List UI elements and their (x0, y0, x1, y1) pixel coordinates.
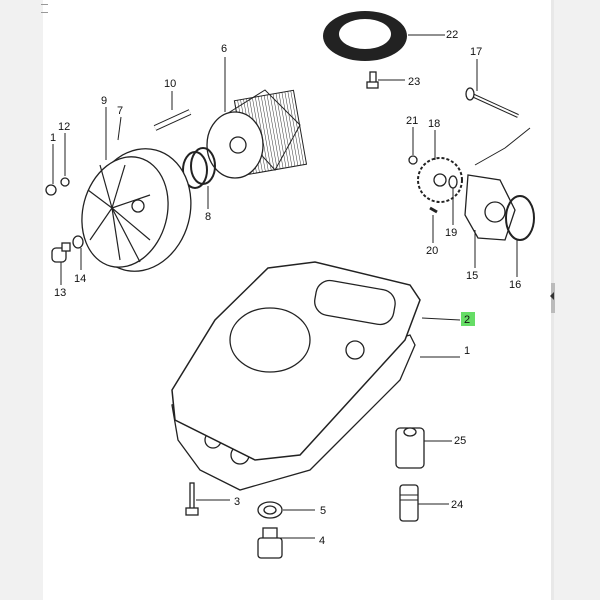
part-17-bolt[interactable] (465, 87, 531, 166)
part-6-oil-filter[interactable] (206, 89, 308, 179)
part-12-washer[interactable] (60, 177, 70, 187)
part-22-cap[interactable] (323, 11, 407, 61)
label-16[interactable]: 16 (509, 279, 521, 291)
label-1-pan[interactable]: 1 (464, 345, 470, 357)
label-1-top[interactable]: 1 (50, 132, 56, 144)
label-21[interactable]: 21 (406, 115, 418, 127)
part-14-washer[interactable] (72, 235, 84, 249)
part-20-pin[interactable] (429, 206, 438, 214)
part-19-washer[interactable] (448, 175, 458, 189)
label-8[interactable]: 8 (205, 211, 211, 223)
label-17[interactable]: 17 (470, 46, 482, 58)
label-12[interactable]: 12 (58, 121, 70, 133)
label-7[interactable]: 7 (117, 105, 123, 117)
left-sidebar-strip (0, 0, 43, 600)
part-21-clip[interactable] (408, 155, 418, 165)
part-24-valve[interactable] (399, 484, 419, 522)
part-7-filter-cover[interactable] (70, 137, 204, 283)
menu-icon[interactable] (41, 4, 48, 13)
label-9[interactable]: 9 (101, 95, 107, 107)
label-19[interactable]: 19 (445, 227, 457, 239)
label-3[interactable]: 3 (234, 496, 240, 508)
label-15[interactable]: 15 (466, 270, 478, 282)
label-14[interactable]: 14 (74, 273, 86, 285)
label-22[interactable]: 22 (446, 29, 458, 41)
collapse-arrow-icon[interactable] (550, 292, 554, 300)
part-1-cap-nut[interactable] (45, 184, 57, 196)
part-18-gear[interactable] (417, 157, 463, 203)
label-18[interactable]: 18 (428, 118, 440, 130)
label-6[interactable]: 6 (221, 43, 227, 55)
highlight-marker (461, 312, 475, 326)
label-25[interactable]: 25 (454, 435, 466, 447)
part-13-plug[interactable] (51, 242, 71, 263)
part-labels: 22 17 6 10 23 9 7 12 1 21 18 8 19 20 15 … (50, 29, 521, 547)
label-24[interactable]: 24 (451, 499, 463, 511)
part-3-bolt[interactable] (185, 482, 199, 516)
label-10[interactable]: 10 (164, 78, 176, 90)
part-4-drain-plug[interactable] (257, 527, 283, 559)
leader-lines (52, 34, 518, 539)
label-4[interactable]: 4 (319, 535, 325, 547)
label-5[interactable]: 5 (320, 505, 326, 517)
label-23[interactable]: 23 (408, 76, 420, 88)
label-20[interactable]: 20 (426, 245, 438, 257)
part-16-o-ring[interactable] (505, 195, 535, 241)
part-8-spring[interactable] (182, 147, 216, 189)
part-25-sleeve[interactable] (395, 427, 425, 469)
label-2[interactable]: 2 (464, 314, 470, 326)
part-2-gasket[interactable] (171, 261, 421, 461)
label-13[interactable]: 13 (54, 287, 66, 299)
part-15-oil-pump[interactable] (464, 174, 516, 241)
part-23-bolt[interactable] (366, 71, 379, 89)
